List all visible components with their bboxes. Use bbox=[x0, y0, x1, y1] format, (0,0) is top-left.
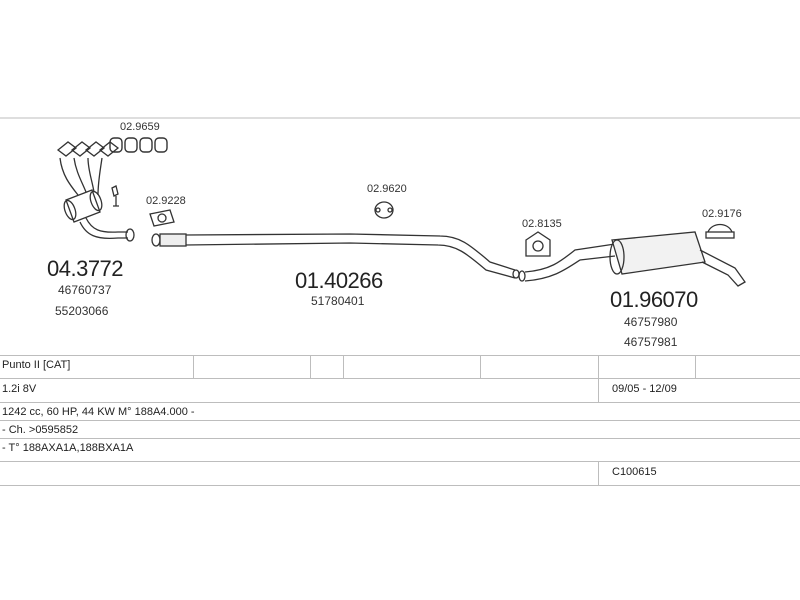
rear-oe-1: 46757980 bbox=[624, 315, 678, 329]
center-hanger-icon bbox=[374, 201, 394, 219]
center-hanger-label: 02.9620 bbox=[367, 183, 407, 195]
table-divider bbox=[193, 355, 194, 378]
spec-cell: 1242 cc, 60 HP, 44 KW M° 188A4.000 - bbox=[2, 406, 195, 418]
table-line bbox=[0, 355, 800, 356]
front-oe-1: 46760737 bbox=[58, 283, 112, 297]
tail-clamp-label: 02.9176 bbox=[702, 208, 742, 220]
table-line bbox=[0, 438, 800, 439]
flange-gasket-icon bbox=[149, 209, 175, 227]
type-cell: - T° 188AXA1A,188BXA1A bbox=[2, 442, 134, 454]
gasket-set-icon bbox=[109, 137, 168, 153]
table-line bbox=[0, 402, 800, 403]
table-divider bbox=[310, 355, 311, 378]
middle-pipe bbox=[151, 233, 520, 279]
front-manifold-catalyst bbox=[56, 141, 135, 242]
exhaust-diagram bbox=[0, 117, 800, 287]
engine-cell: 1.2i 8V bbox=[2, 383, 37, 395]
model-cell: Punto II [CAT] bbox=[2, 359, 71, 371]
table-divider bbox=[343, 355, 344, 378]
rear-oe-2: 46757981 bbox=[624, 335, 678, 349]
table-line bbox=[0, 485, 800, 486]
tail-clamp-icon bbox=[705, 223, 735, 239]
middle-part-code: 01.40266 bbox=[295, 268, 383, 293]
front-part-code: 04.3772 bbox=[47, 256, 124, 281]
rear-part-code: 01.96070 bbox=[610, 287, 698, 312]
front-oe-2: 55203066 bbox=[55, 304, 109, 318]
table-line bbox=[0, 378, 800, 379]
dates-cell: 09/05 - 12/09 bbox=[612, 383, 677, 395]
middle-oe-1: 51780401 bbox=[311, 294, 365, 308]
chassis-cell: - Ch. >0595852 bbox=[2, 424, 79, 436]
table-divider bbox=[598, 461, 599, 485]
table-divider bbox=[480, 355, 481, 378]
rear-muffler bbox=[518, 231, 746, 287]
reference-cell: C100615 bbox=[612, 466, 657, 478]
rear-hanger-icon bbox=[525, 231, 551, 257]
flange-gasket-label: 02.9228 bbox=[146, 195, 186, 207]
gasket-set-label: 02.9659 bbox=[120, 121, 160, 133]
table-divider bbox=[695, 355, 696, 378]
rear-hanger-label: 02.8135 bbox=[522, 218, 562, 230]
table-line bbox=[0, 461, 800, 462]
table-divider bbox=[598, 355, 599, 402]
table-line bbox=[0, 420, 800, 421]
